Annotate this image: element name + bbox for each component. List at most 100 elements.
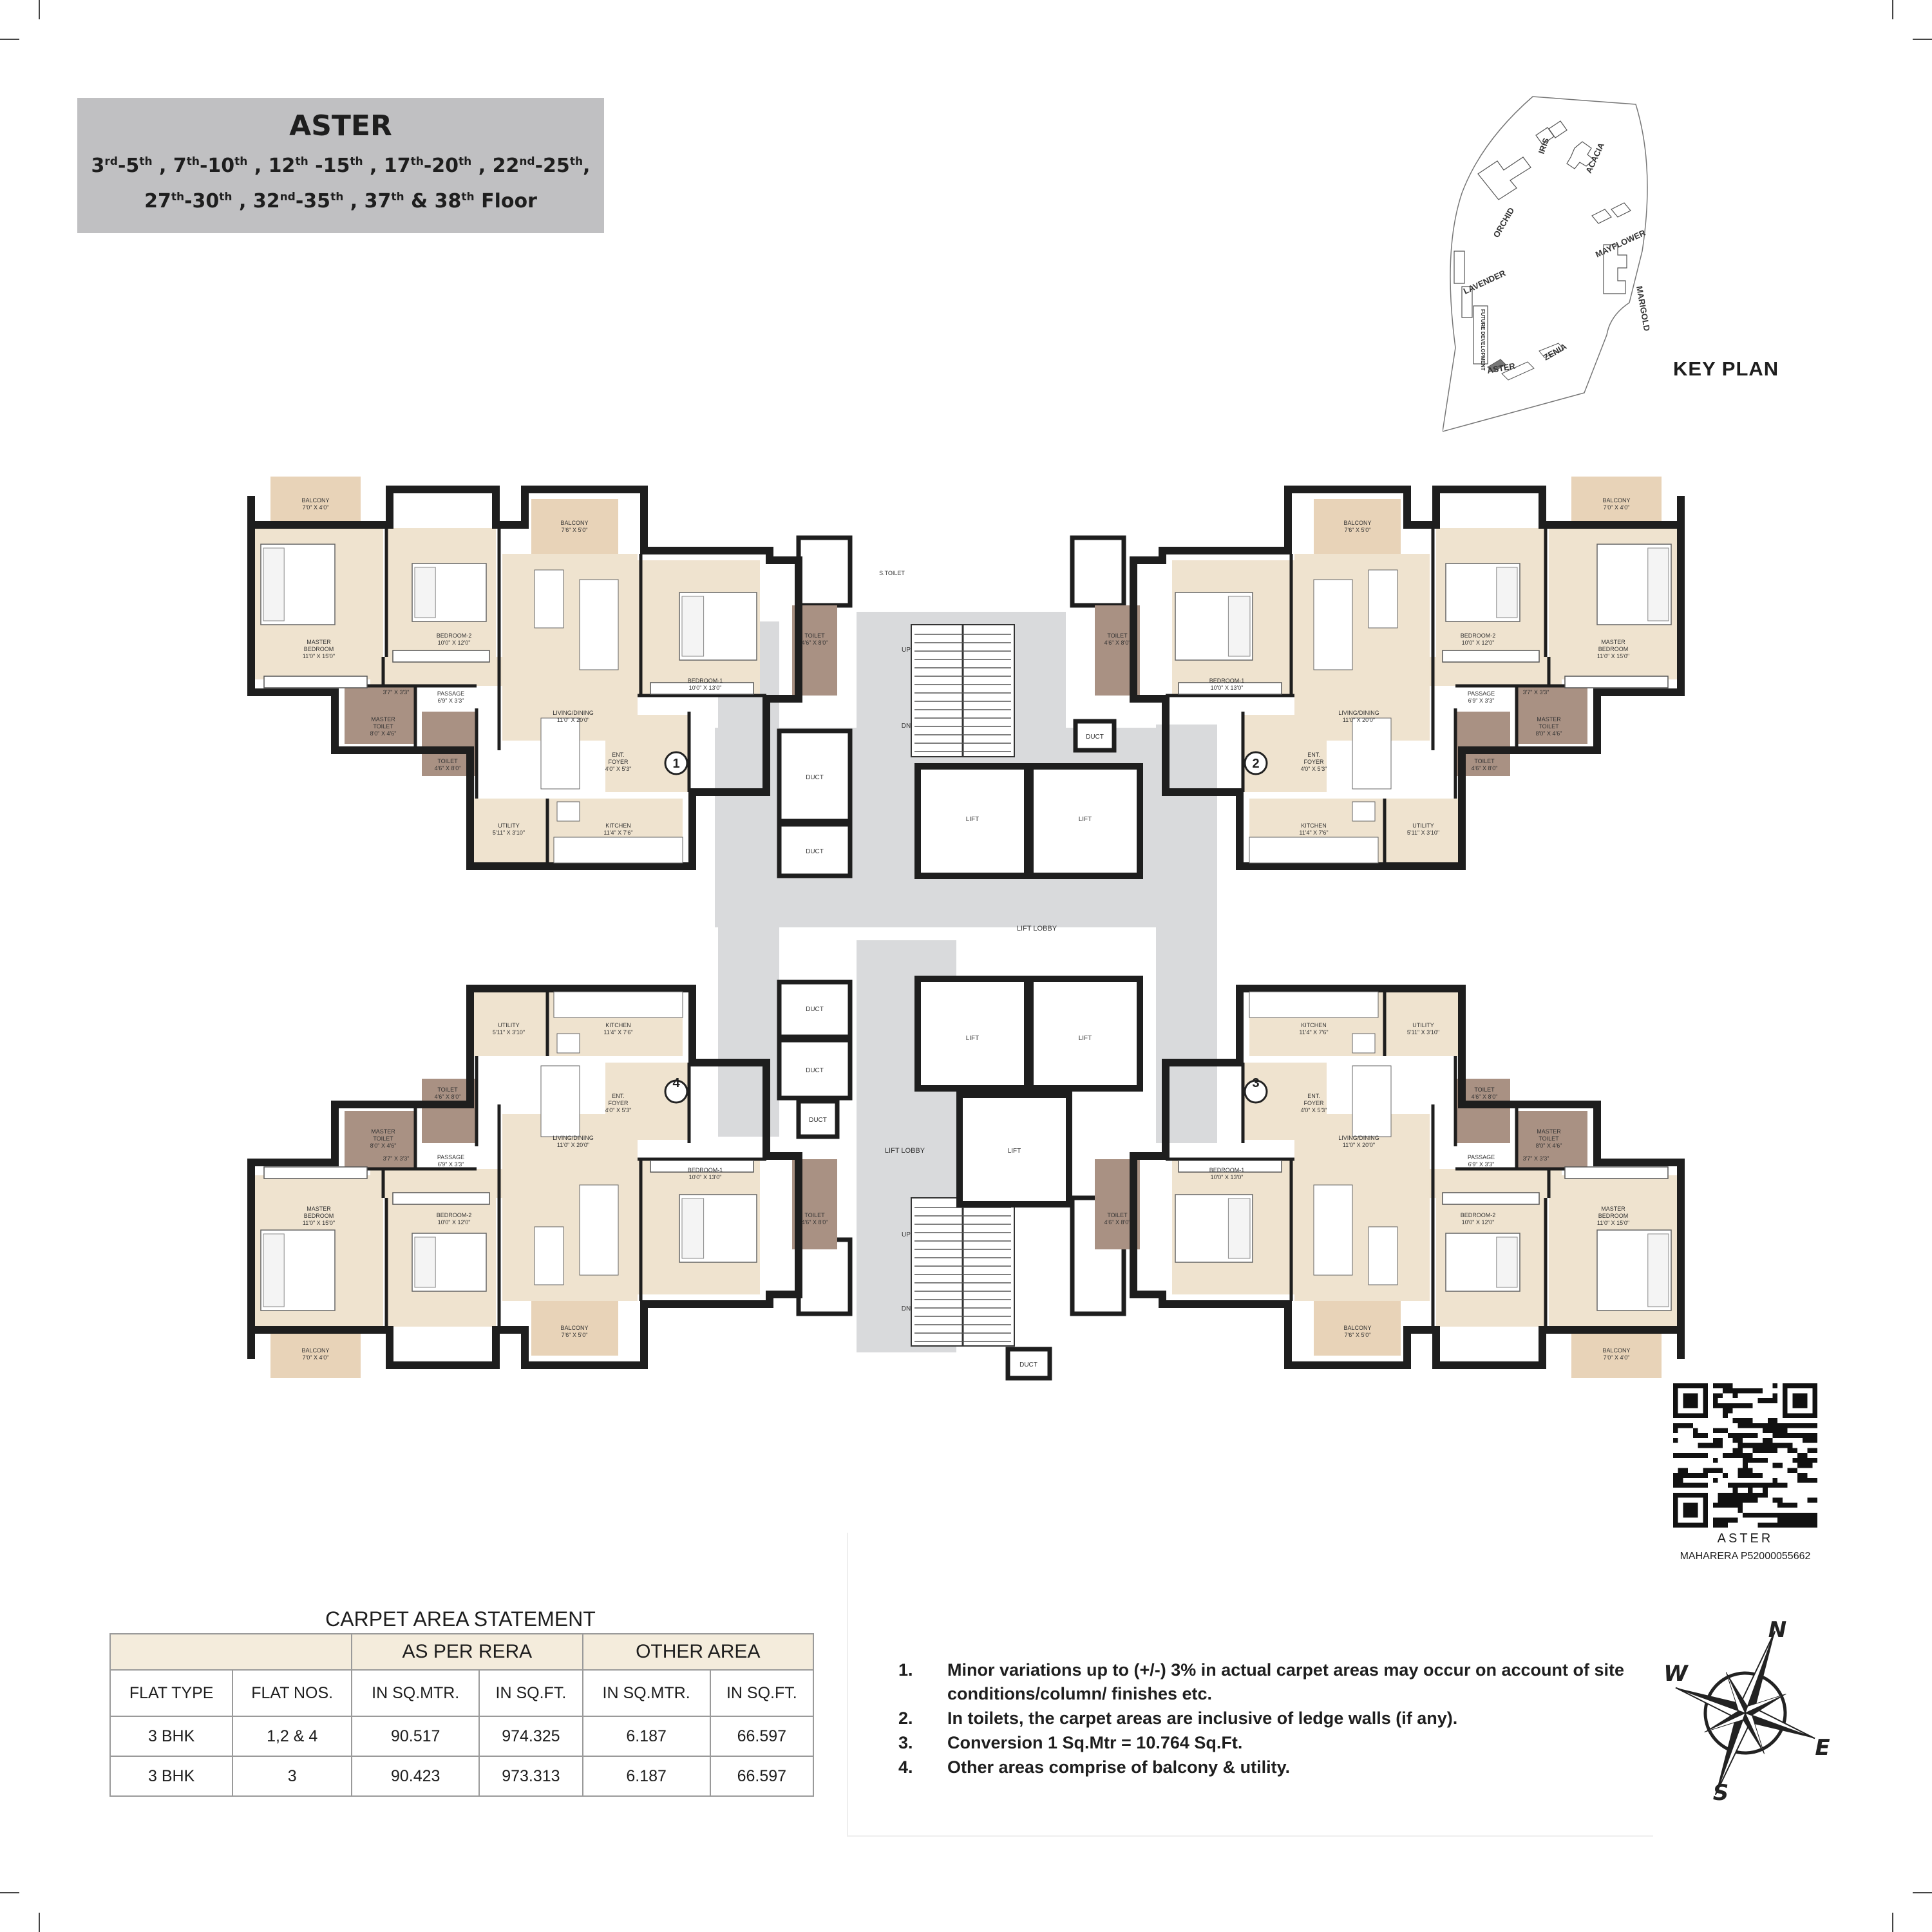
qr-module [1718, 1497, 1723, 1503]
qr-module [1777, 1463, 1783, 1468]
window [392, 1192, 490, 1205]
qr-module [1738, 1437, 1743, 1443]
qr-module [1718, 1403, 1723, 1408]
room-label: DUCT [806, 1067, 824, 1074]
qr-module [1727, 1453, 1733, 1458]
table-cell: 66.597 [709, 1756, 815, 1797]
table-column-header: FLAT NOS. [232, 1669, 353, 1717]
qr-module [1732, 1502, 1738, 1508]
armchair [534, 1226, 564, 1285]
bed-pillows [1496, 1236, 1518, 1288]
bed-pillows [681, 1198, 705, 1259]
qr-module [1727, 1492, 1733, 1498]
qr-module [1812, 1477, 1817, 1483]
qr-module [1792, 1512, 1798, 1518]
qr-module [1807, 1463, 1813, 1468]
note-item: 4.Other areas comprise of balcony & util… [898, 1756, 1658, 1779]
qr-module [1763, 1522, 1768, 1528]
fridge [556, 801, 580, 822]
armchair [1368, 1226, 1398, 1285]
qr-module [1712, 1443, 1718, 1448]
qr-module [1782, 1423, 1788, 1428]
qr-module [1802, 1477, 1808, 1483]
qr-module [1698, 1443, 1703, 1448]
crop-mark [1913, 1892, 1932, 1893]
table-column-header: IN SQ.FT. [478, 1669, 583, 1717]
table-cell: 6.187 [582, 1716, 711, 1757]
table-row: 3 BHK 1,2 & 4 90.517 974.325 6.187 66.59… [109, 1716, 815, 1757]
room-label: DUCT [806, 1006, 824, 1013]
qr-module [1792, 1502, 1798, 1508]
qr-module [1763, 1492, 1768, 1498]
carpet-area-title: CARPET AREA STATEMENT [325, 1607, 596, 1631]
window [1178, 682, 1282, 695]
qr-module [1792, 1423, 1798, 1428]
qr-module [1727, 1388, 1733, 1394]
qr-module [1732, 1517, 1738, 1523]
qr-module [1757, 1482, 1763, 1488]
qr-module [1797, 1473, 1803, 1478]
qr-module [1718, 1383, 1723, 1388]
qr-module [1723, 1473, 1728, 1478]
qr-module [1732, 1403, 1738, 1408]
qr-module [1747, 1443, 1753, 1448]
bed-pillows [263, 1233, 285, 1307]
room-label: LIFT LOBBY [1017, 925, 1057, 933]
flat-number-badge [664, 1079, 688, 1104]
qr-module [1767, 1512, 1773, 1518]
qr-module [1812, 1497, 1817, 1503]
qr-module [1712, 1517, 1718, 1523]
qr-module [1738, 1508, 1743, 1513]
duct [777, 980, 853, 1039]
qr-module [1743, 1492, 1748, 1498]
qr-module [1757, 1492, 1763, 1498]
qr-module [1712, 1398, 1718, 1403]
qr-module [1777, 1443, 1783, 1448]
qr-module [1683, 1423, 1689, 1428]
bed-pillows [414, 567, 436, 618]
qr-module [1683, 1468, 1689, 1473]
maharera-number: MAHARERA P52000055662 [1680, 1551, 1811, 1562]
qr-module [1752, 1433, 1758, 1438]
key-plan-label: FUTURE DEVELOPMENT [1480, 309, 1486, 371]
key-plan-title: KEY PLAN [1673, 357, 1779, 380]
qr-module [1802, 1522, 1808, 1528]
qr-module [1732, 1393, 1738, 1399]
qr-module [1732, 1418, 1738, 1423]
qr-module [1757, 1443, 1763, 1448]
qr-module [1747, 1512, 1753, 1518]
qr-module [1732, 1482, 1738, 1488]
qr-module [1757, 1448, 1763, 1454]
kitchen-counter [1249, 991, 1379, 1018]
staircase-top [911, 624, 1015, 757]
qr-module [1772, 1463, 1778, 1468]
qr-module [1718, 1443, 1723, 1448]
qr-code[interactable] [1673, 1383, 1817, 1528]
qr-module [1712, 1457, 1718, 1463]
qr-finder [1683, 1502, 1698, 1518]
qr-module [1698, 1453, 1703, 1458]
notes-frame [847, 1533, 1653, 1837]
qr-module [1777, 1433, 1783, 1438]
qr-module [1772, 1428, 1778, 1434]
qr-module [1767, 1437, 1773, 1443]
qr-module [1782, 1433, 1788, 1438]
qr-module [1782, 1517, 1788, 1523]
fridge [1352, 801, 1376, 822]
table-cell: 90.517 [351, 1716, 480, 1757]
crop-mark [0, 39, 19, 40]
lift-shaft [956, 1092, 1072, 1208]
qr-module [1757, 1512, 1763, 1518]
qr-module [1777, 1502, 1783, 1508]
